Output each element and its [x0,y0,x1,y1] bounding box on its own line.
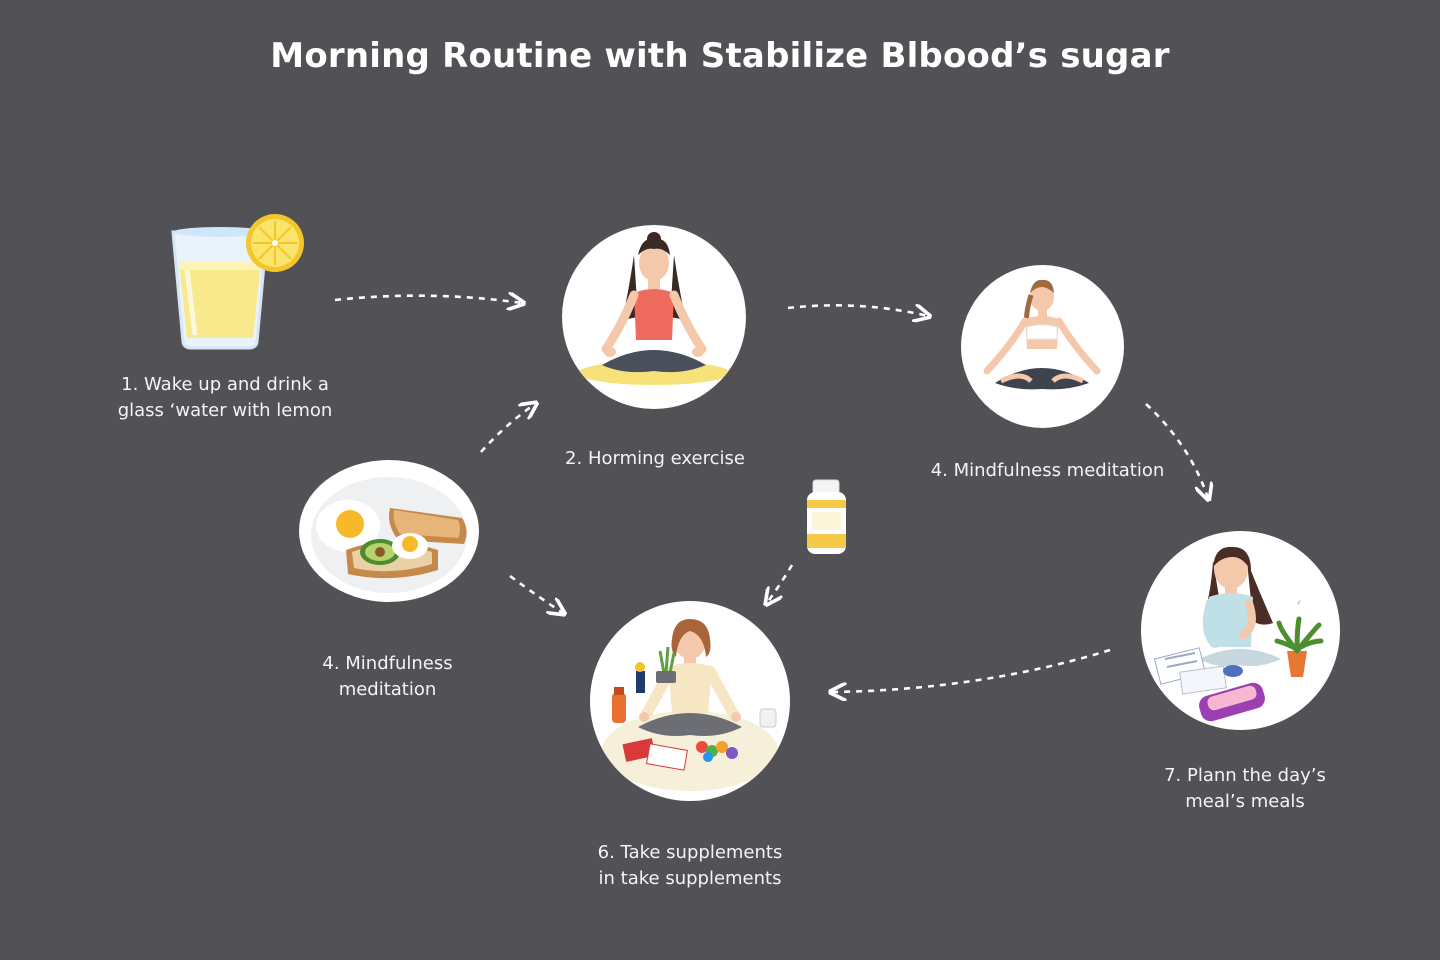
step-7-line-1: 7. Plann the day’s [1164,765,1326,786]
arrow-meditation-to-plan [1145,403,1208,498]
supplements-woman-icon [590,601,790,801]
yoga-woman-icon [562,225,746,409]
arrow-exercise-to-meditation [787,305,928,316]
arrow-water-to-exercise [334,296,522,303]
step-7-label: 7. Plann the day’s meal’s meals [1130,763,1360,815]
step-4-label: 4. Mindfulness meditation [285,651,490,703]
step-2-label: 2. Horming exercise [540,446,770,472]
step-6-line-2: in take supplements [598,868,782,889]
arrow-bottle-to-supplements [767,564,794,603]
arrow-plan-to-supplements [832,648,1111,692]
step-6-label: 6. Take supplements in take supplements [570,840,810,892]
arrow-breakfast-to-exercise [480,404,535,453]
breakfast-plate-icon [298,458,481,604]
step-6-line-1: 6. Take supplements [597,842,783,863]
step-4-line-1: 4. Mindfulness [322,653,453,674]
meditation-woman-icon [961,265,1124,428]
step-4-line-2: meditation [338,679,437,700]
meal-planning-woman-icon [1141,531,1340,730]
lemon-water-glass-icon [165,210,310,360]
step-2-line-1: 2. Horming exercise [565,448,745,469]
step-1-label: 1. Wake up and drink a glass ʻwater with… [100,372,350,424]
arrow-breakfast-to-supplements [509,574,563,613]
step-3-label: 4. Mindfulness meditation [920,458,1175,484]
step-1-line-1: 1. Wake up and drink a [121,374,329,395]
supplement-bottle-icon [804,478,849,556]
page-title: Morning Routine with Stabilize Blbood’s … [270,36,1170,76]
step-3-line-1: 4. Mindfulness meditation [930,460,1165,481]
step-7-line-2: meal’s meals [1185,791,1305,812]
step-1-line-2: glass ʻwater with lemon [117,400,333,421]
